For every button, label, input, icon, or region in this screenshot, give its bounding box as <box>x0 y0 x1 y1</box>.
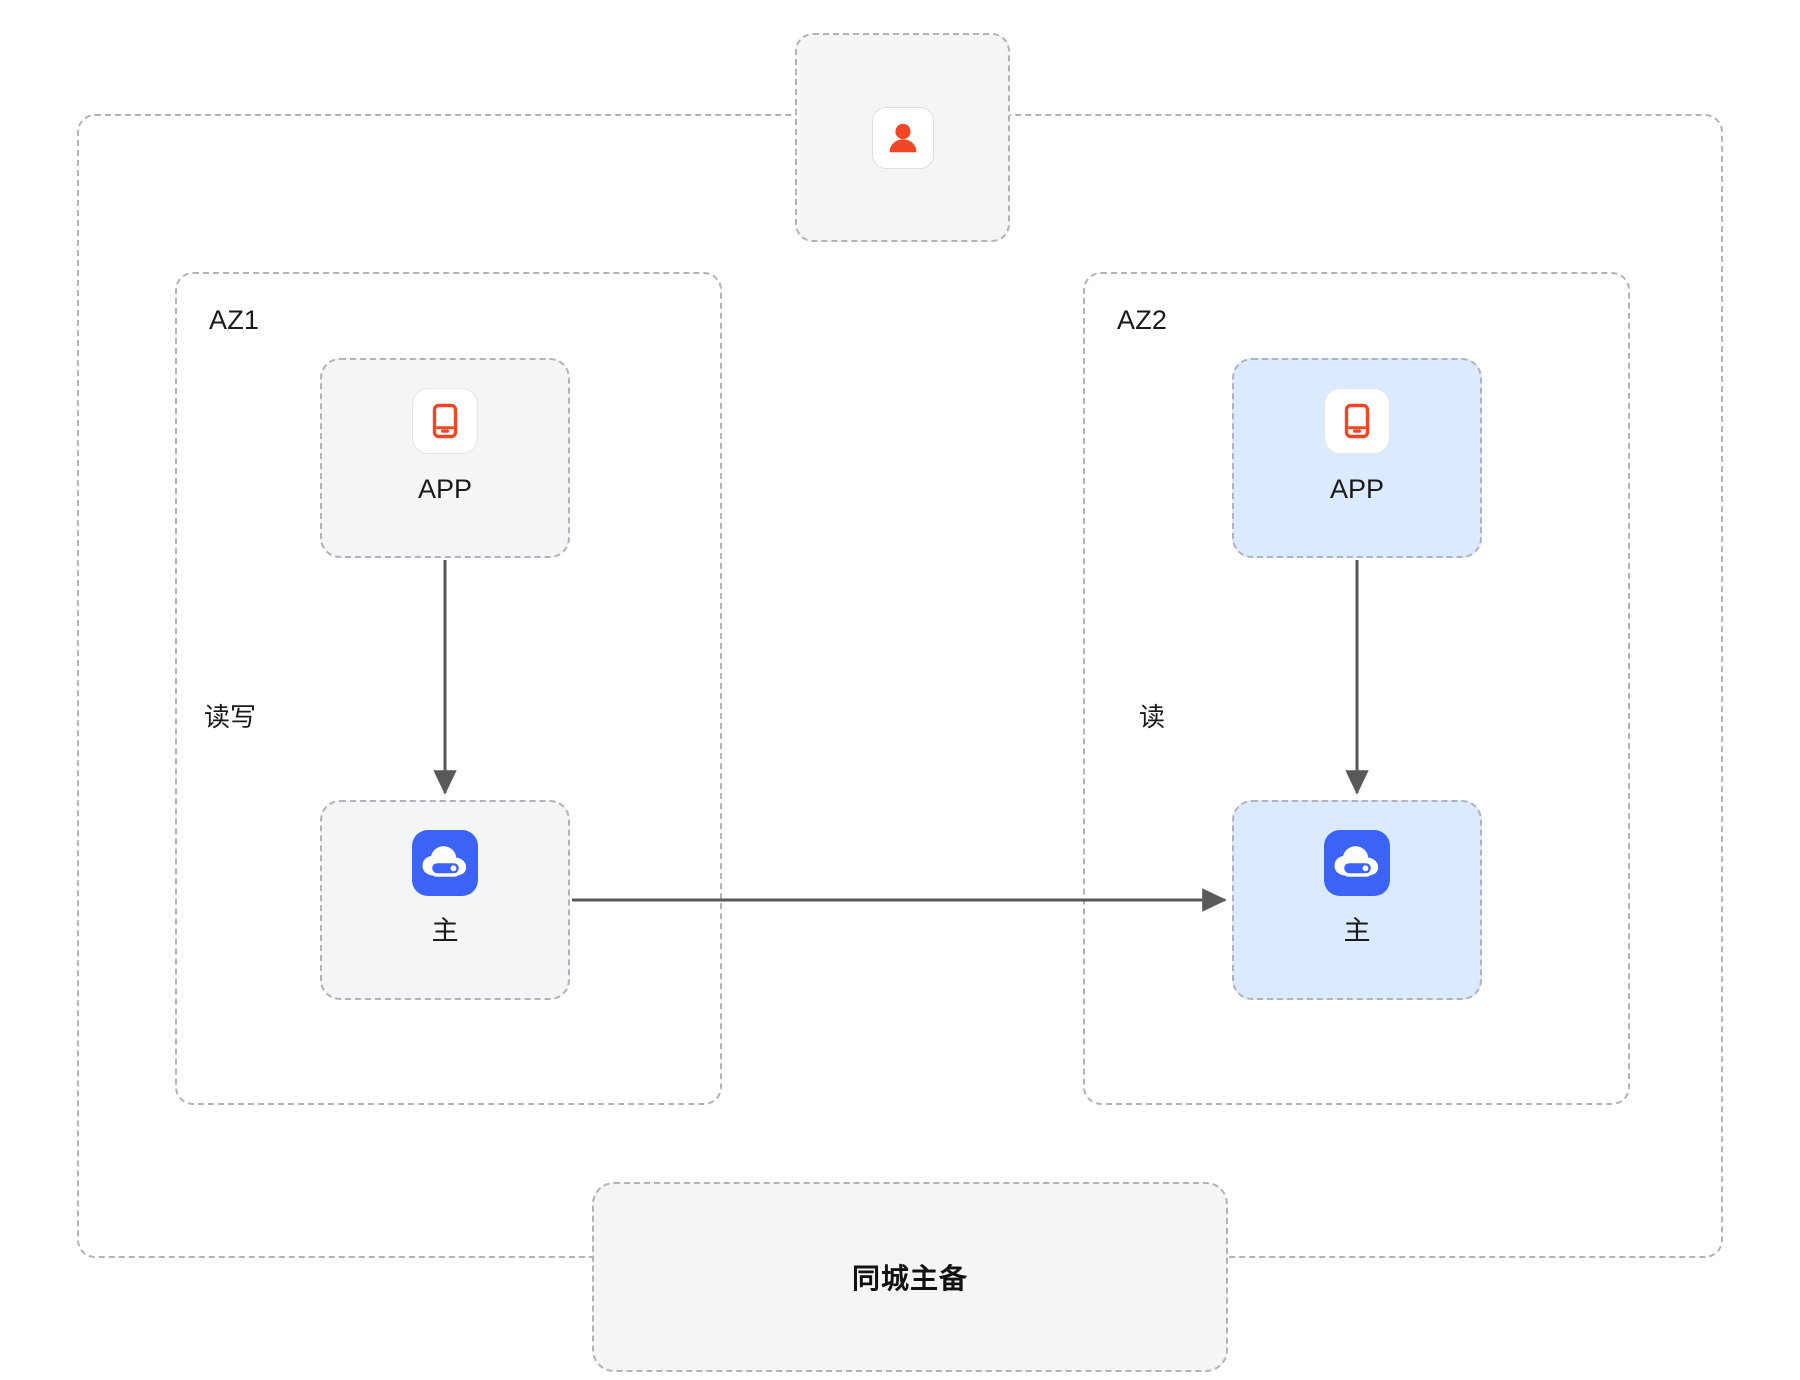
zone-az1-label: AZ1 <box>209 305 260 335</box>
client-box[interactable] <box>795 33 1010 242</box>
mobile-app-icon-tile <box>1324 388 1390 454</box>
mobile-app-icon <box>1344 403 1370 439</box>
edge-label-az2-read: 读 <box>1139 702 1166 732</box>
node-az1-db-label: 主 <box>431 916 459 946</box>
banner-label: 同城主备 <box>851 1263 968 1294</box>
node-az1-db[interactable]: 主 <box>320 800 570 1000</box>
cloud-database-icon-tile <box>412 830 478 896</box>
user-icon-tile <box>871 106 934 169</box>
zone-az2 <box>1083 272 1630 1105</box>
cloud-database-icon <box>412 830 478 896</box>
node-az1-app[interactable]: APP <box>320 358 570 558</box>
banner-replication-mode: 同城主备 <box>592 1182 1228 1372</box>
cloud-database-icon-tile <box>1324 830 1390 896</box>
mobile-app-icon <box>432 403 458 439</box>
node-az2-app-label: APP <box>1329 474 1385 504</box>
mobile-app-icon-tile <box>412 388 478 454</box>
cloud-database-icon <box>1324 830 1390 896</box>
user-icon <box>889 123 916 152</box>
node-az2-db-label: 主 <box>1343 916 1371 946</box>
node-az2-db[interactable]: 主 <box>1232 800 1482 1000</box>
edge-label-az1-readwrite: 读写 <box>204 702 257 732</box>
zone-az2-label: AZ2 <box>1117 305 1168 335</box>
zone-az1 <box>175 272 722 1105</box>
node-az1-app-label: APP <box>417 474 473 504</box>
node-az2-app[interactable]: APP <box>1232 358 1482 558</box>
